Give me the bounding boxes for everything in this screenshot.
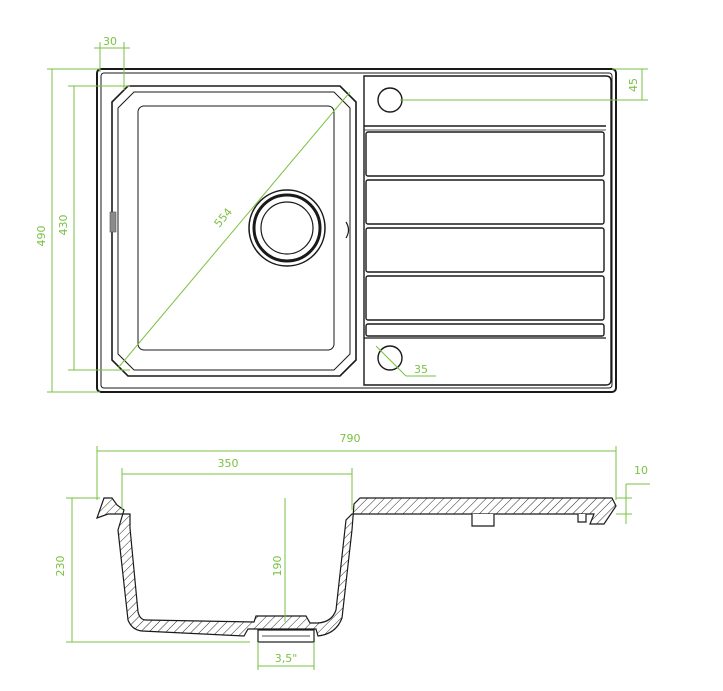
bowl-side-mark <box>345 221 350 239</box>
dim-bowl-diagonal: 554 <box>212 206 235 230</box>
drain-middle-ring <box>252 193 322 263</box>
drainboard-underside-tab <box>577 514 587 523</box>
drainboard-underside-tab <box>471 514 495 527</box>
dim-overall-depth: 490 <box>35 226 48 247</box>
drainboard-rib <box>365 131 605 177</box>
bowl-inner-outline <box>117 91 351 371</box>
dim-drain-size: 3,5" <box>275 652 298 665</box>
overflow-slot <box>109 211 117 233</box>
section-view <box>96 497 617 643</box>
dim-bowl-width: 350 <box>218 457 239 470</box>
drainboard-rib <box>365 227 605 273</box>
drain-outer-ring <box>248 189 326 267</box>
dim-tap-hole-diameter: 35 <box>414 363 428 376</box>
bowl-floor <box>137 105 335 351</box>
dim-rim-height: 10 <box>634 464 648 477</box>
drain-inner-ring <box>260 201 314 255</box>
dim-bowl-depth: 430 <box>57 215 70 236</box>
tap-hole-bottom <box>377 345 403 371</box>
bowl-section-wall <box>96 497 617 637</box>
dim-overall-height: 230 <box>54 556 67 577</box>
dim-bowl-inner-depth: 190 <box>271 556 284 577</box>
dim-tap-hole-offset: 45 <box>627 78 640 92</box>
section-view-dimensions <box>66 446 650 670</box>
bowl-outline <box>111 85 357 377</box>
top-view-dimensions <box>47 42 648 393</box>
top-view <box>96 68 617 393</box>
drainboard-rib <box>365 275 605 321</box>
sink-inner-rim <box>100 72 613 389</box>
drainboard-rib <box>365 323 605 337</box>
drainboard-outline <box>363 75 612 386</box>
dim-rim-offset: 30 <box>103 35 117 48</box>
drainboard-rib <box>365 179 605 225</box>
drainboard-ribs <box>365 131 605 337</box>
dim-overall-width: 790 <box>340 432 361 445</box>
sink-outer-rim <box>96 68 617 393</box>
tap-hole-top <box>377 87 403 113</box>
